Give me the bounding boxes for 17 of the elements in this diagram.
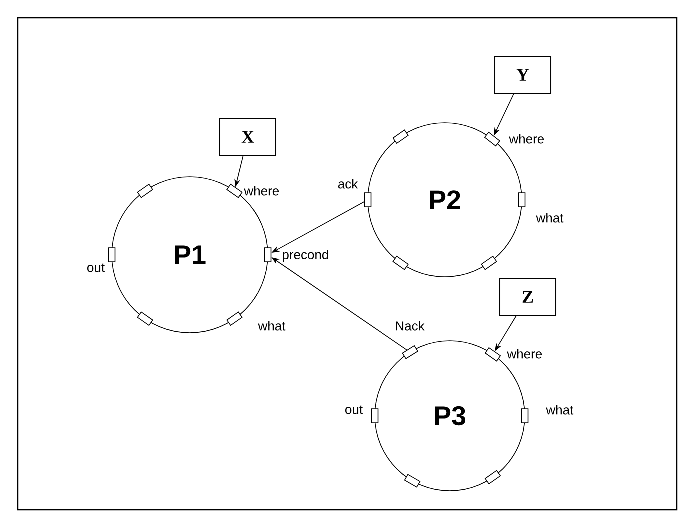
port-label: where — [507, 349, 542, 359]
port-label: ack — [338, 179, 358, 189]
port-box — [137, 184, 154, 198]
port-label: what — [258, 321, 286, 331]
port-label: what — [546, 405, 574, 415]
port-label: Nack — [396, 321, 425, 331]
port-box — [404, 474, 421, 488]
port-label: out — [88, 264, 105, 272]
input-box: X — [220, 118, 276, 156]
port-box — [392, 256, 409, 270]
input-box: Y — [494, 56, 552, 94]
port-label: precond — [283, 250, 328, 262]
port-label: where — [244, 186, 280, 196]
input-box: Z — [500, 278, 556, 316]
port-label: where — [509, 134, 544, 144]
port-label: what — [536, 213, 564, 223]
port-label: out — [346, 406, 363, 414]
